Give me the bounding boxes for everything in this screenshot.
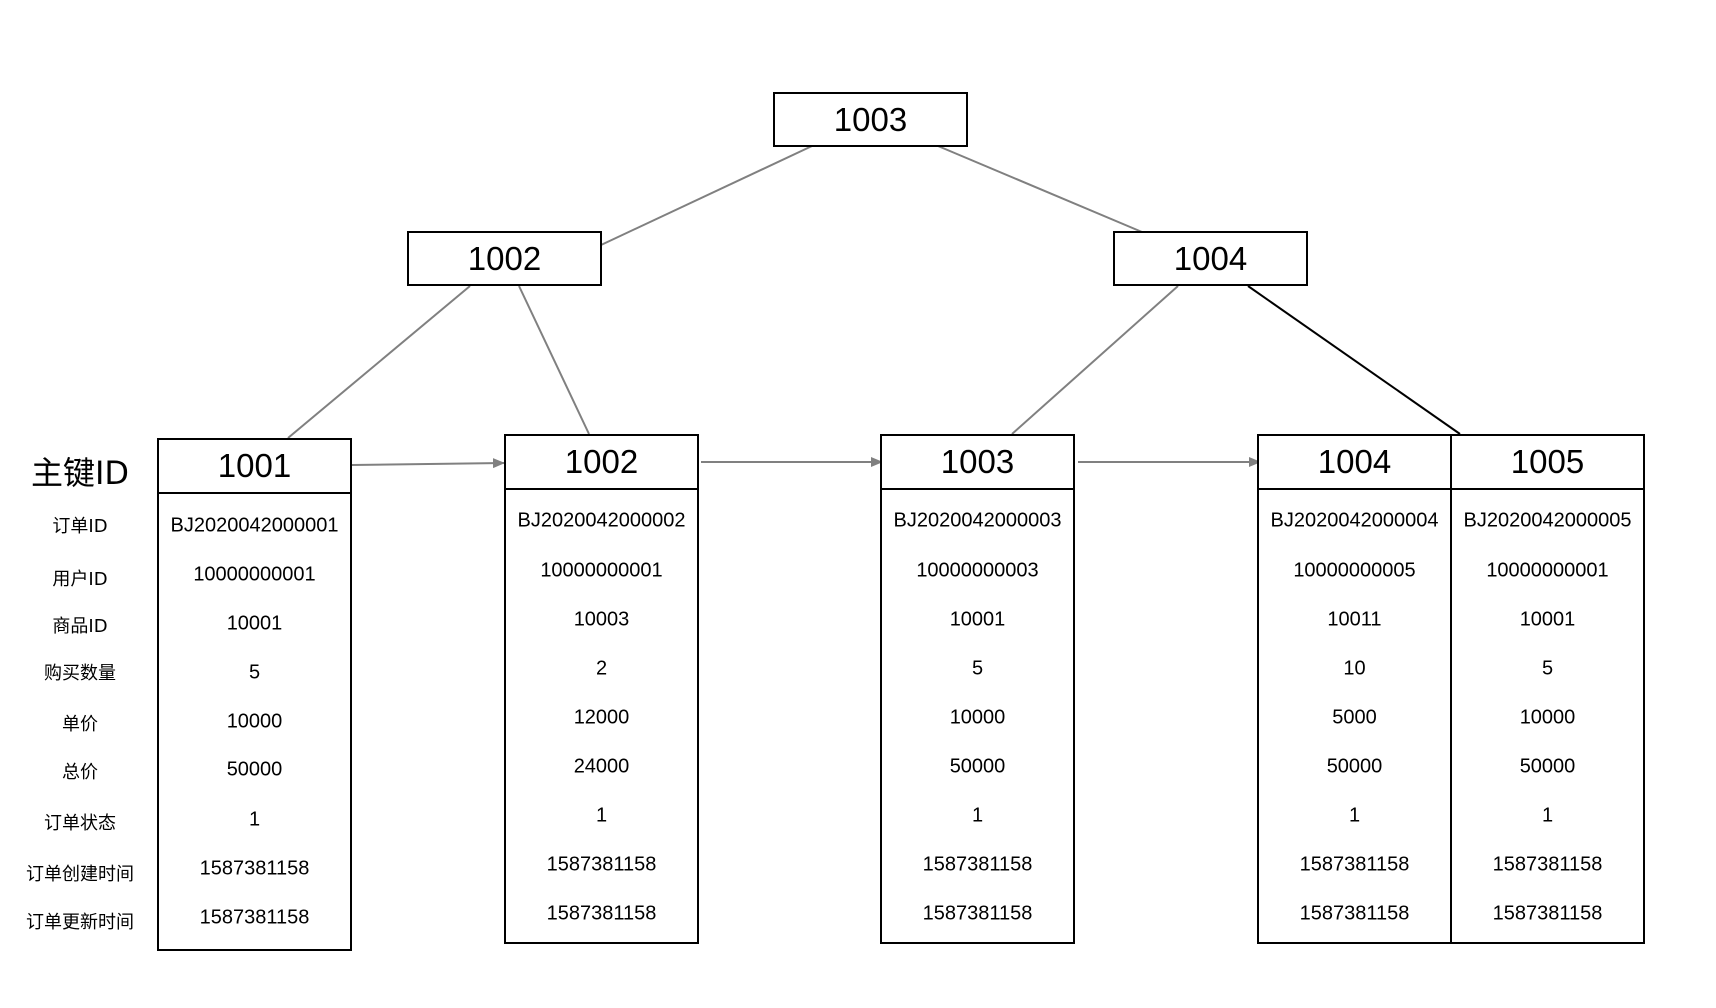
leaf-cell: 10000000001 xyxy=(193,563,316,586)
row-label-product-id: 商品ID xyxy=(52,616,108,637)
edge-left-to-leaf-1002 xyxy=(518,285,590,435)
row-label-order-status: 订单状态 xyxy=(44,813,116,834)
leaf-cell: 10000000003 xyxy=(916,559,1039,582)
leaf-cell: 10001 xyxy=(1519,608,1576,631)
leaf-cell: 50000 xyxy=(1519,755,1576,778)
leaf-cell: 1 xyxy=(1541,804,1554,827)
leaf-cell: 1 xyxy=(971,804,984,827)
leaf-cell: 1587381158 xyxy=(1492,853,1603,876)
leaf-node-1005: 1005 BJ2020042000005 10000000001 10001 5… xyxy=(1450,434,1645,944)
leaf-cell: 1587381158 xyxy=(546,902,657,925)
leaf-cell: BJ2020042000004 xyxy=(1270,509,1439,532)
leaf-cell: 1587381158 xyxy=(199,906,310,929)
leaf-key: 1005 xyxy=(1452,436,1643,490)
leaf-cell: 1587381158 xyxy=(1492,902,1603,925)
leaf-cell: 5000 xyxy=(1332,706,1377,729)
leaf-cell: BJ2020042000005 xyxy=(1463,509,1632,532)
row-label-created-time: 订单创建时间 xyxy=(26,864,134,885)
leaf-cell: 1 xyxy=(248,808,261,831)
leaf-cell: 10000000001 xyxy=(1486,559,1609,582)
leaf-node-1003: 1003 BJ2020042000003 10000000003 10001 5… xyxy=(880,434,1075,944)
leaf-node-1002: 1002 BJ2020042000002 10000000001 10003 2… xyxy=(504,434,699,944)
leaf-cell: 5 xyxy=(248,661,261,684)
leaf-cell: 10000 xyxy=(226,710,283,733)
root-node: 1003 xyxy=(773,92,968,147)
row-label-user-id: 用户ID xyxy=(52,569,108,590)
leaf-cell: 10001 xyxy=(226,612,283,635)
leaf-cell: 10000000005 xyxy=(1293,559,1416,582)
leaf-cell: 50000 xyxy=(226,758,283,781)
edge-right-to-leaf-1003 xyxy=(1011,285,1179,435)
leaf-cell: 50000 xyxy=(1326,755,1383,778)
leaf-cell: 10000 xyxy=(1519,706,1576,729)
leaf-cell: BJ2020042000003 xyxy=(893,509,1062,532)
leaf-cell: BJ2020042000002 xyxy=(517,509,686,532)
row-label-primary-key: 主键ID xyxy=(30,454,130,492)
edge-root-to-left xyxy=(600,145,813,246)
row-label-order-id: 订单ID xyxy=(52,516,108,537)
leaf-cell: 5 xyxy=(971,657,984,680)
leaf-cell: 10 xyxy=(1343,657,1366,680)
leaf-cell: 10001 xyxy=(949,608,1006,631)
leaf-link-arrow-1 xyxy=(351,458,505,469)
edge-left-to-leaf-1001 xyxy=(287,285,471,439)
leaf-node-1001: 1001 BJ2020042000001 10000000001 10001 5… xyxy=(157,438,352,951)
edge-right-to-leaf-1004 xyxy=(1247,285,1461,435)
leaf-key: 1002 xyxy=(506,436,697,490)
row-label-updated-time: 订单更新时间 xyxy=(26,912,134,933)
row-label-unit-price: 单价 xyxy=(62,714,98,735)
row-label-total-price: 总价 xyxy=(62,762,98,783)
leaf-cell: 50000 xyxy=(949,755,1006,778)
row-label-quantity: 购买数量 xyxy=(44,663,116,684)
leaf-cell: 1587381158 xyxy=(1299,902,1410,925)
leaf-cell: 1587381158 xyxy=(922,902,1033,925)
internal-node-right: 1004 xyxy=(1113,231,1308,286)
leaf-cell: 1587381158 xyxy=(199,857,310,880)
leaf-cell: 10000 xyxy=(949,706,1006,729)
leaf-cell: 10011 xyxy=(1327,608,1382,631)
leaf-node-1004: 1004 BJ2020042000004 10000000005 10011 1… xyxy=(1257,434,1452,944)
leaf-cell: 12000 xyxy=(573,706,630,729)
leaf-cell: 1 xyxy=(595,804,608,827)
leaf-cell: 24000 xyxy=(573,755,630,778)
leaf-key: 1003 xyxy=(882,436,1073,490)
internal-node-right-key: 1004 xyxy=(1173,239,1248,277)
leaf-cell: BJ2020042000001 xyxy=(170,514,339,537)
internal-node-left-key: 1002 xyxy=(467,239,542,277)
internal-node-left: 1002 xyxy=(407,231,602,286)
leaf-cell: 2 xyxy=(595,657,608,680)
leaf-key: 1001 xyxy=(159,440,350,494)
leaf-cell: 10003 xyxy=(573,608,630,631)
leaf-cell: 10000000001 xyxy=(540,559,663,582)
leaf-key: 1004 xyxy=(1259,436,1450,490)
root-node-key: 1003 xyxy=(833,100,908,138)
leaf-cell: 1587381158 xyxy=(922,853,1033,876)
leaf-cell: 1587381158 xyxy=(546,853,657,876)
edge-root-to-right xyxy=(937,145,1143,233)
leaf-cell: 1 xyxy=(1348,804,1361,827)
leaf-cell: 5 xyxy=(1541,657,1554,680)
leaf-cell: 1587381158 xyxy=(1299,853,1410,876)
